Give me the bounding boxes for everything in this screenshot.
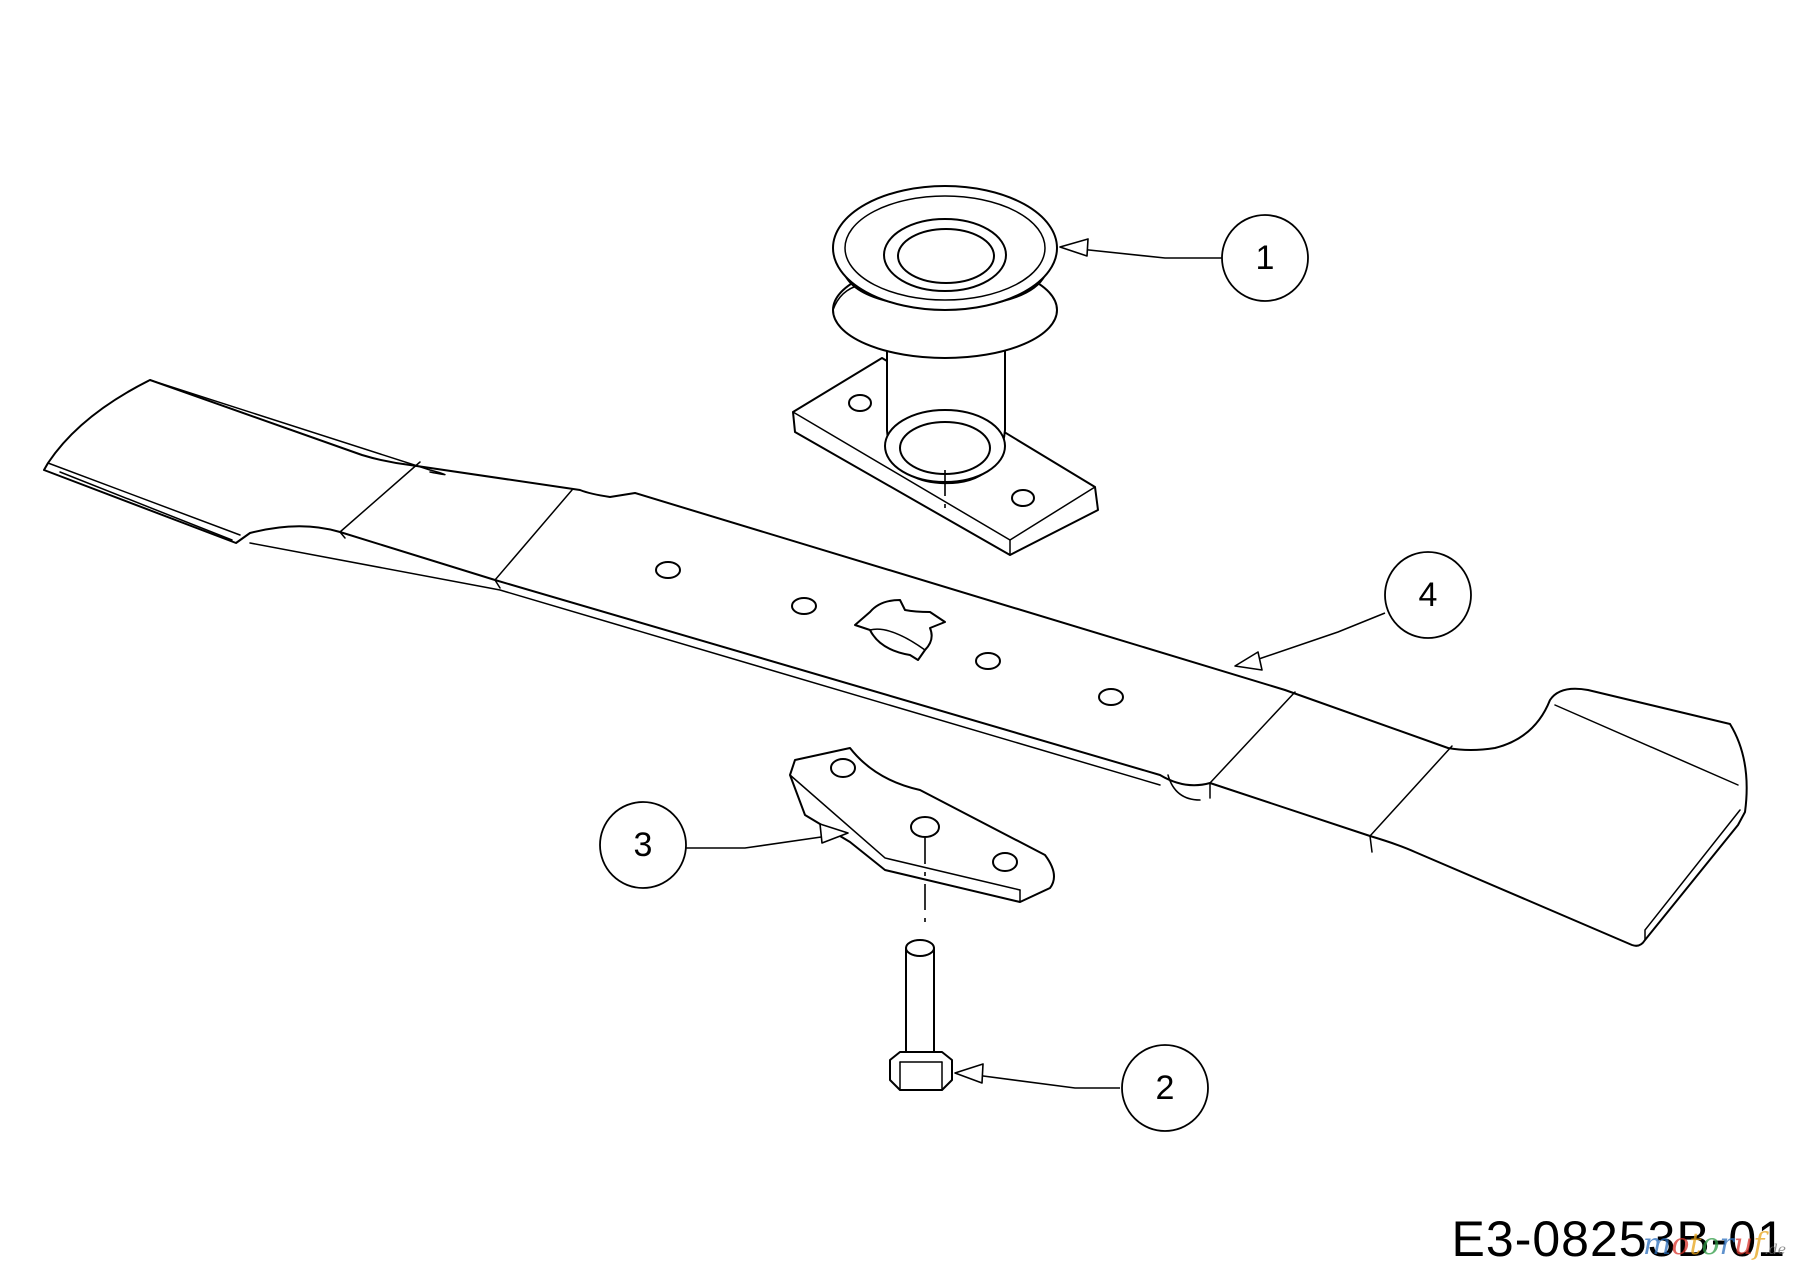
watermark-char: t (1689, 1227, 1702, 1262)
callout-4: 4 (1234, 551, 1472, 671)
callout-3-label: 3 (634, 826, 653, 864)
callout-4-label: 4 (1419, 576, 1438, 614)
blade-hub-pulley[interactable] (792, 185, 1099, 556)
callout-3: 3 (599, 801, 849, 889)
callout-1: 1 (1059, 214, 1309, 302)
watermark-char: .de (1764, 1242, 1786, 1258)
watermark-char: o (1701, 1227, 1720, 1262)
callout-2-label: 2 (1156, 1069, 1175, 1107)
blade-adapter-plate[interactable] (789, 747, 1055, 930)
watermark-char: r (1719, 1227, 1734, 1262)
watermark-logo: motoruf.de (1643, 1227, 1786, 1262)
hex-bolt[interactable] (889, 939, 953, 1091)
drawing-number: E3-08253B-01 (1451, 1211, 1786, 1267)
mower-blade[interactable] (43, 379, 1748, 947)
watermark-char: u (1733, 1227, 1754, 1262)
callout-1-label: 1 (1256, 239, 1275, 277)
callout-2: 2 (954, 1044, 1209, 1132)
watermark-char: f (1753, 1227, 1765, 1262)
watermark-char: m (1642, 1227, 1672, 1262)
watermark-char: o (1671, 1227, 1690, 1262)
